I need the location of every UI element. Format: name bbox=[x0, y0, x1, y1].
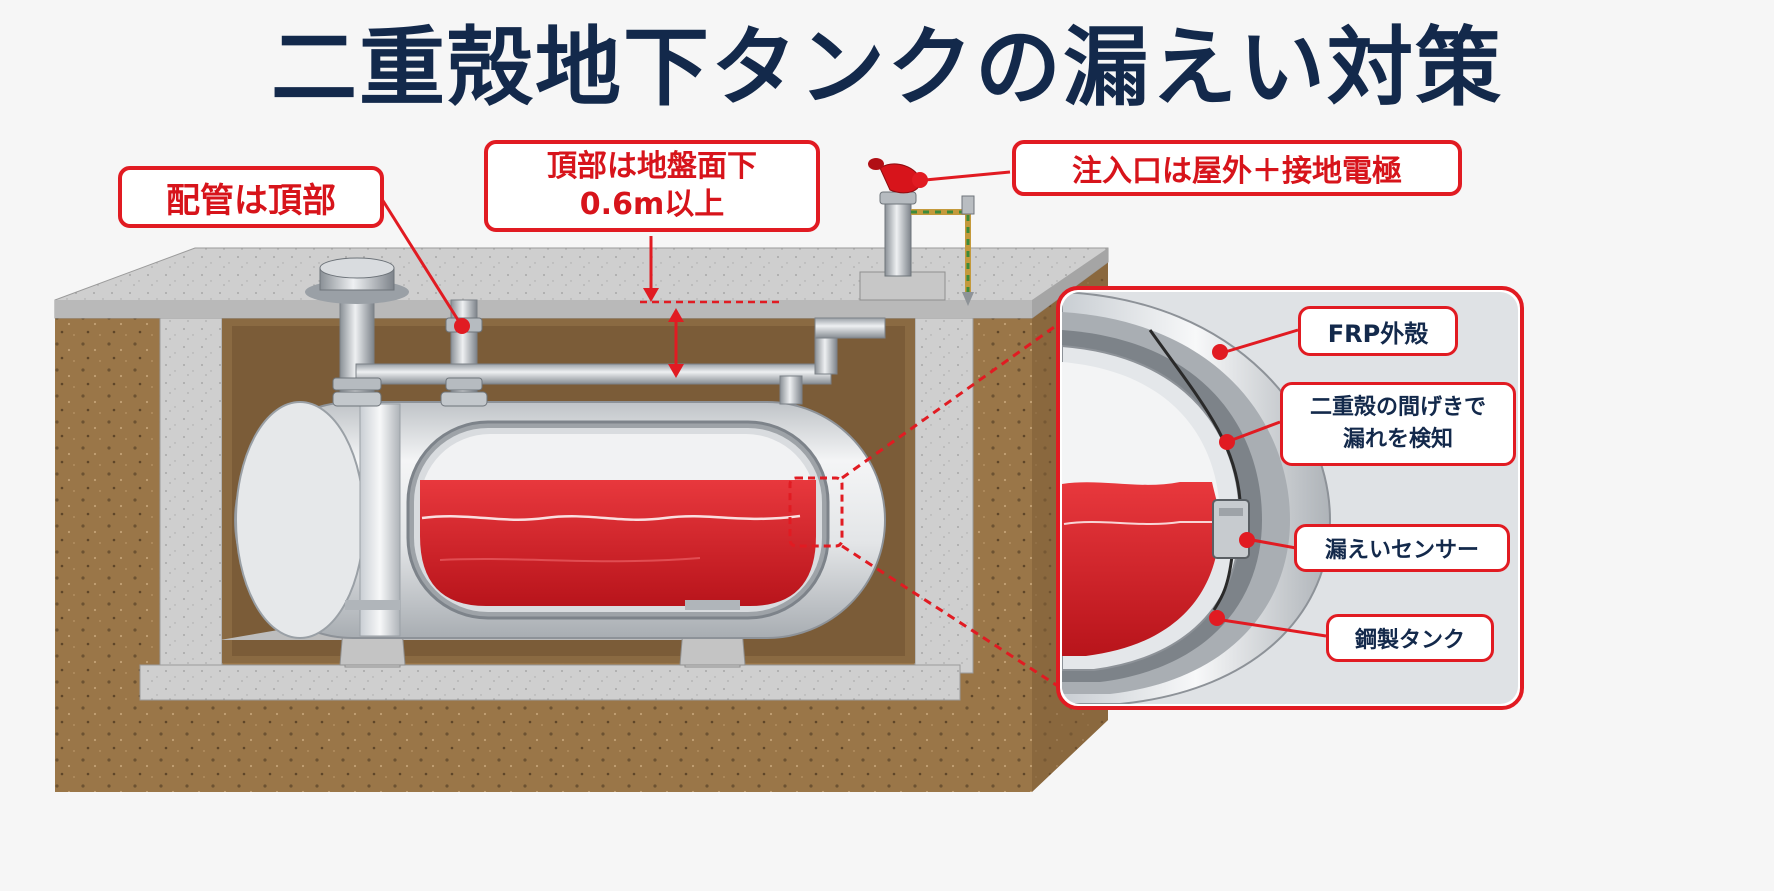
leak-sensor-icon bbox=[1212, 499, 1250, 559]
callout-steel-tank: 鋼製タンク bbox=[1326, 614, 1494, 662]
callout-piping-top-text: 配管は頂部 bbox=[166, 180, 336, 221]
inlet-riser bbox=[884, 199, 912, 277]
callout-gap-line1: 二重殻の間げきで bbox=[1309, 395, 1486, 420]
callout-depth-line2: 0.6m以上 bbox=[579, 187, 725, 222]
page-title: 二重殻地下タンクの漏えい対策 bbox=[271, 18, 1503, 118]
callout-gap-line2: 漏れを検知 bbox=[1342, 427, 1453, 452]
callout-frp-shell-text: FRP外殻 bbox=[1327, 319, 1429, 348]
ground-electrode-icon bbox=[911, 195, 975, 306]
callout-steel-tank-text: 鋼製タンク bbox=[1354, 628, 1465, 653]
horizontal-pipe bbox=[355, 363, 832, 385]
callout-inlet: 注入口は屋外＋接地電極 bbox=[1012, 140, 1462, 196]
vault-wall-left bbox=[159, 317, 223, 674]
liquid-fill bbox=[420, 480, 816, 606]
fill-inlet-icon bbox=[868, 158, 921, 194]
callout-depth-line1: 頂部は地盤面下 bbox=[547, 149, 757, 184]
vault-wall-right bbox=[914, 317, 974, 674]
callout-frp-shell: FRP外殻 bbox=[1298, 306, 1458, 356]
callout-inlet-text: 注入口は屋外＋接地電極 bbox=[1072, 154, 1402, 189]
manhole-icon bbox=[305, 257, 409, 304]
callout-leak-sensor-text: 漏えいセンサー bbox=[1324, 538, 1479, 563]
zoom-source-box bbox=[788, 476, 844, 548]
callout-gap-detection: 二重殻の間げきで 漏れを検知 bbox=[1280, 382, 1516, 466]
callout-depth: 頂部は地盤面下 0.6m以上 bbox=[484, 140, 820, 232]
callout-leak-sensor: 漏えいセンサー bbox=[1294, 524, 1510, 572]
foundation-slab bbox=[139, 664, 961, 701]
callout-piping-top: 配管は頂部 bbox=[118, 166, 384, 228]
